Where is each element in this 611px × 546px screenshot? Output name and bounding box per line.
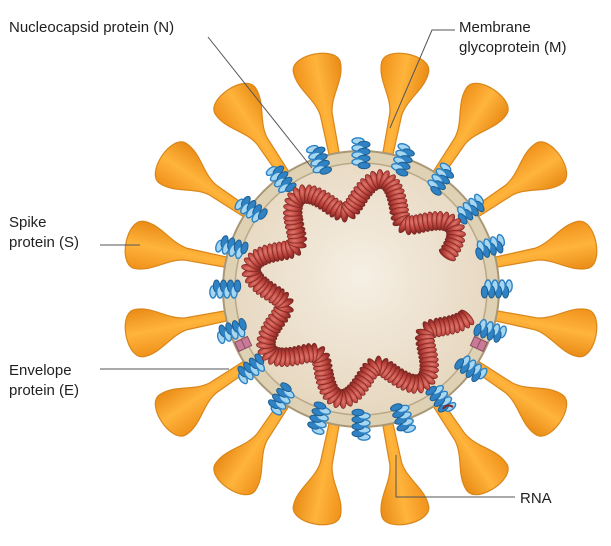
spike-protein-icon: [292, 52, 342, 162]
membrane-glycoprotein-icon: [234, 195, 268, 223]
spike-protein-icon: [467, 141, 568, 221]
spike-protein-icon: [213, 82, 293, 183]
membrane-glycoprotein-icon: [209, 279, 242, 299]
label-envelope-line1: Envelope: [9, 362, 72, 379]
membrane-glycoprotein-icon: [351, 408, 371, 441]
membrane-glycoprotein-icon: [390, 403, 417, 434]
rna-tail: [442, 404, 454, 410]
label-spike-line2: protein (S): [9, 234, 80, 251]
envelope-protein-layer: [234, 335, 488, 353]
leader-rna: [395, 455, 515, 498]
rna-strand: [241, 169, 475, 410]
membrane-glycoprotein-icon: [216, 318, 247, 345]
label-membrane: Membrane glycoprotein (M): [459, 18, 567, 58]
membrane-glycoprotein-icon: [390, 143, 415, 177]
spike-protein-icon: [124, 308, 234, 358]
spike-protein-icon: [124, 220, 234, 270]
label-rna: RNA: [520, 489, 552, 509]
label-nucleocapsid: Nucleocapsid protein (N): [9, 18, 174, 38]
membrane-glycoprotein-icon: [475, 233, 506, 260]
spike-protein-icon: [380, 416, 430, 526]
spike-protein-icon: [380, 52, 430, 162]
label-envelope-line2: protein (E): [9, 382, 80, 399]
membrane-glycoprotein-icon: [307, 401, 332, 435]
envelope-protein-icon: [469, 335, 488, 353]
rna-bead: [438, 248, 456, 262]
spike-protein-icon: [488, 308, 598, 358]
spike-protein-icon: [429, 395, 509, 496]
leader-membrane: [389, 29, 455, 129]
spike-protein-icon: [488, 220, 598, 270]
spike-protein-icon: [154, 141, 255, 221]
envelope-protein-icon: [234, 335, 253, 353]
spike-layer: [124, 52, 598, 526]
membrane-glycoprotein-icon: [454, 355, 488, 383]
label-spike-line1: Spike: [9, 214, 47, 231]
label-envelope: Envelope protein (E): [9, 361, 79, 401]
membrane-glycoprotein-icon: [480, 279, 513, 299]
spike-protein-icon: [213, 395, 293, 496]
membrane-glycoprotein-icon: [237, 353, 266, 385]
membrane-glycoprotein-icon: [473, 318, 507, 343]
membrane-protein-layer: [209, 137, 513, 441]
membrane-glycoprotein-icon: [215, 235, 249, 260]
label-membrane-line1: Membrane: [459, 19, 531, 36]
leader-nucleocapsid: [207, 36, 313, 169]
spike-protein-icon: [292, 416, 342, 526]
label-spike: Spike protein (S): [9, 213, 79, 253]
spike-protein-icon: [154, 357, 255, 437]
label-membrane-line2: glycoprotein (M): [459, 39, 567, 56]
membrane-glycoprotein-icon: [267, 382, 295, 416]
membrane-glycoprotein-icon: [351, 137, 371, 170]
leader-lines: [100, 29, 515, 498]
membrane-glycoprotein-icon: [427, 162, 455, 196]
membrane-glycoprotein-icon: [265, 165, 297, 194]
spike-protein-icon: [467, 357, 568, 437]
label-nucleocapsid-text: Nucleocapsid protein (N): [9, 19, 175, 36]
membrane-glycoprotein-icon: [305, 144, 332, 175]
spike-protein-icon: [429, 82, 509, 183]
label-rna-text: RNA: [520, 490, 552, 507]
